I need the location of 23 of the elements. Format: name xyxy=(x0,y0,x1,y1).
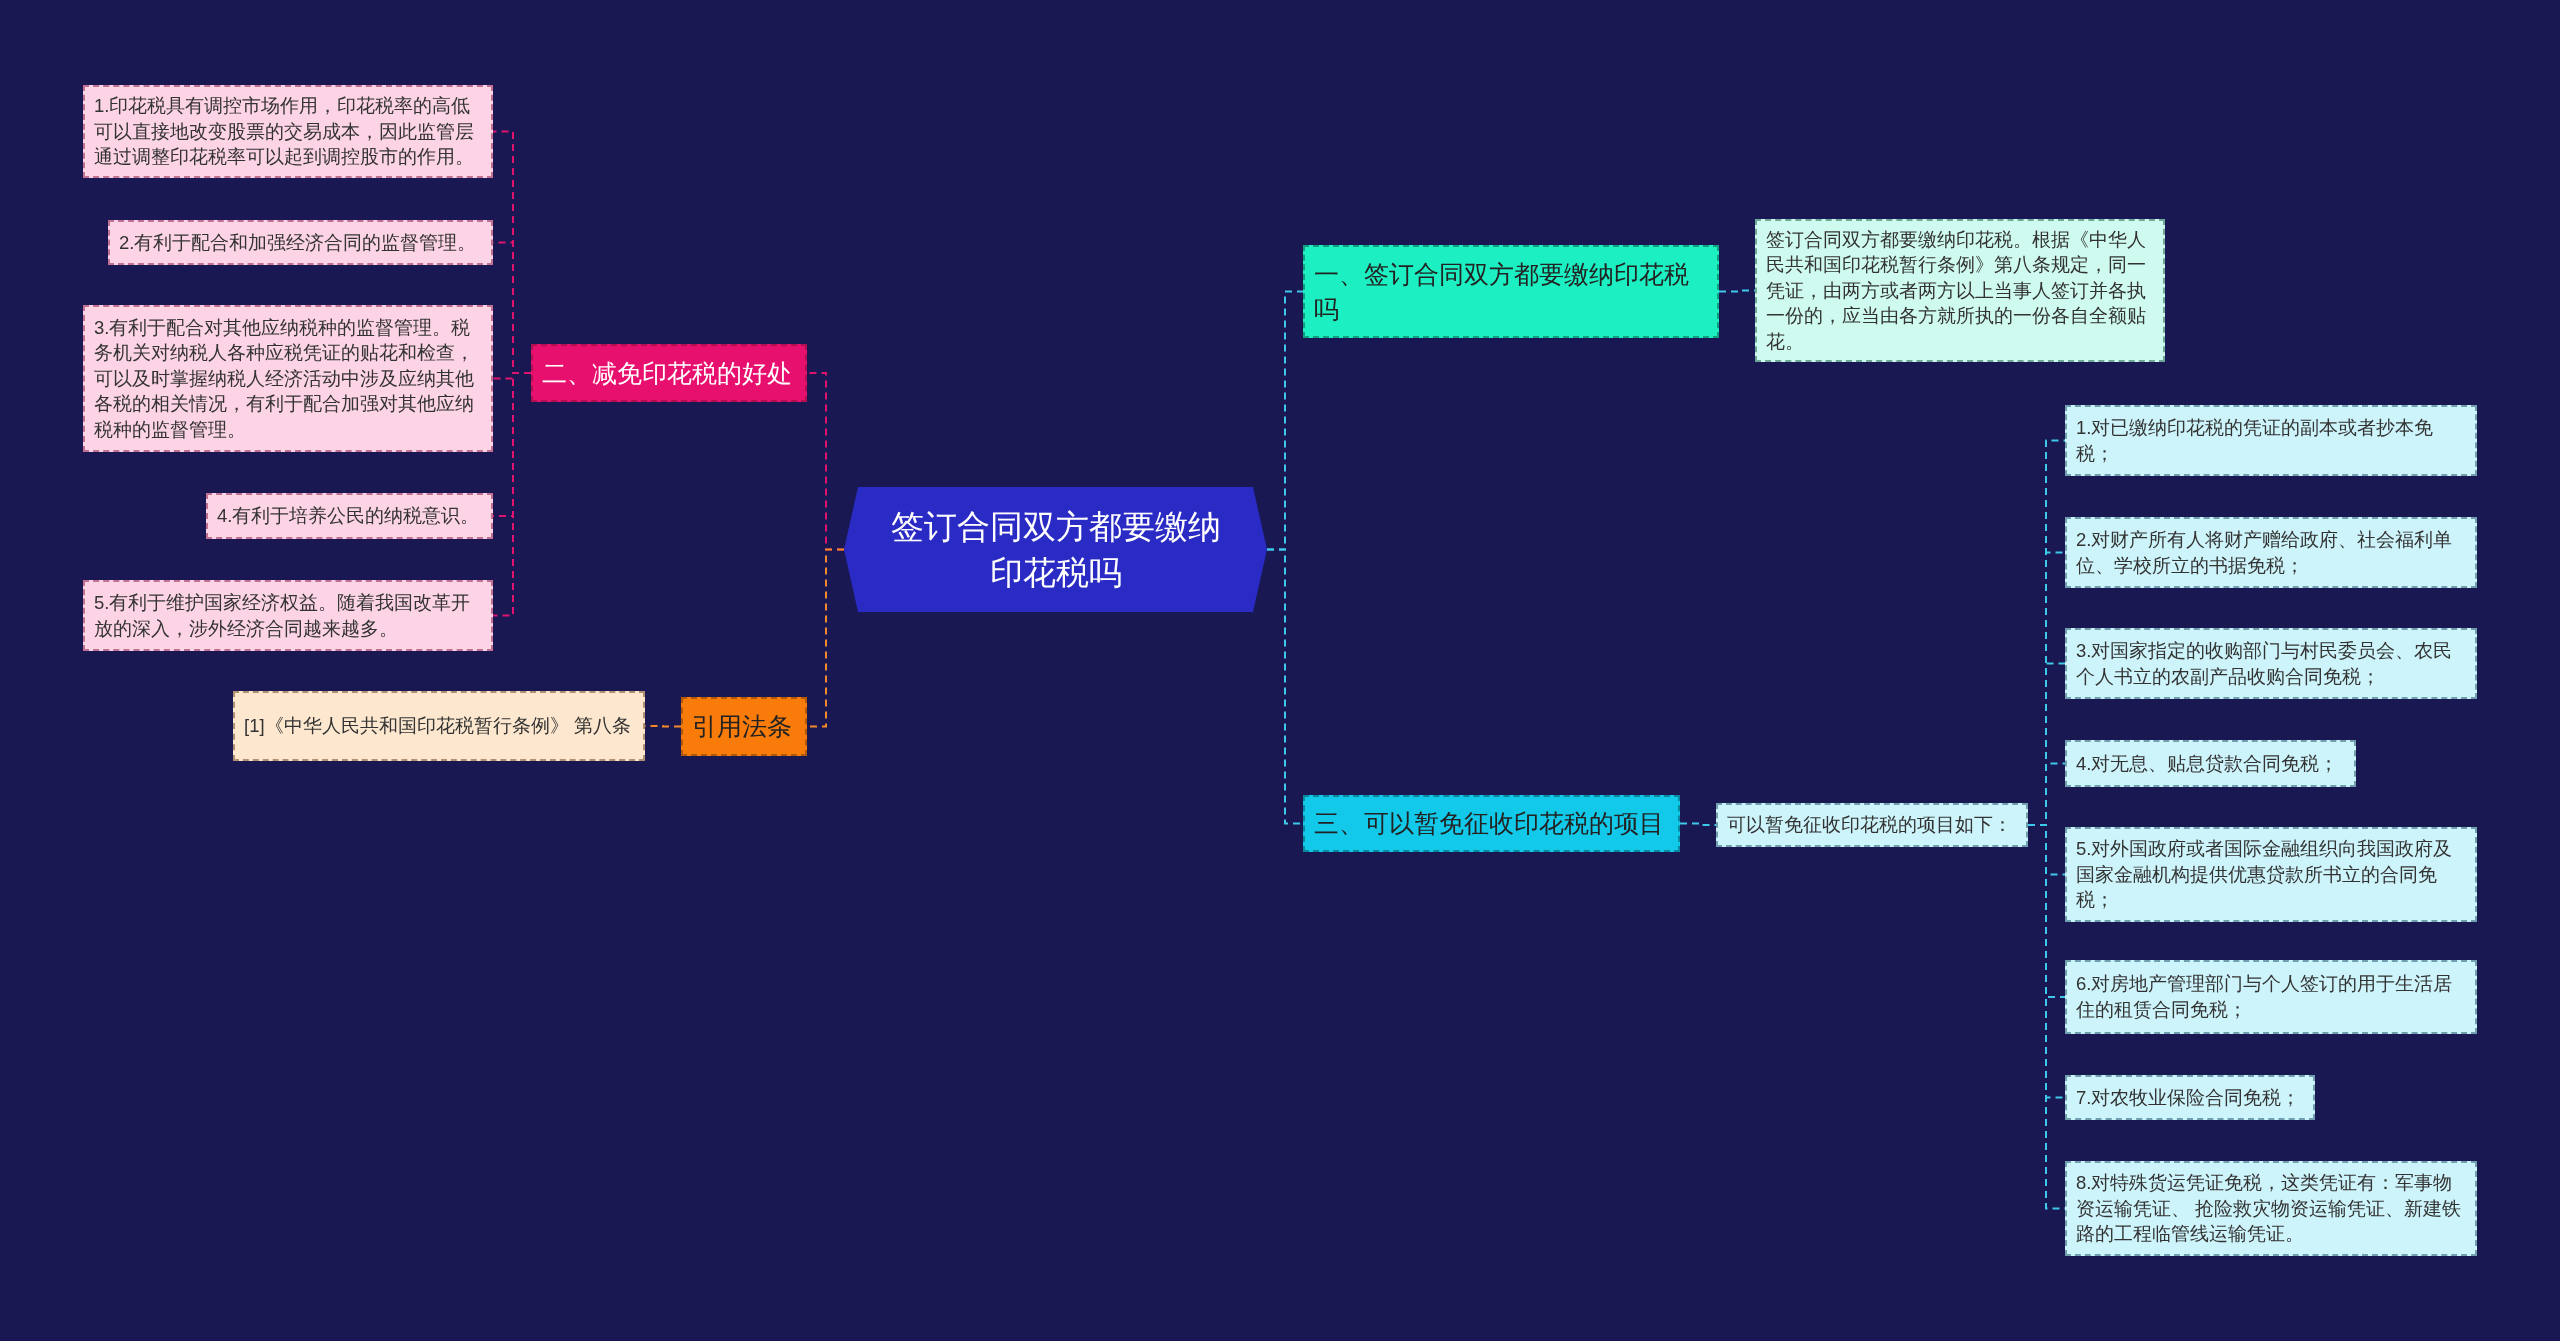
branch-box: 二、减免印花税的好处 xyxy=(531,344,807,402)
leaf-box: 1.对已缴纳印花税的凭证的副本或者抄本免税； xyxy=(2065,405,2477,476)
leaf-box: 2.对财产所有人将财产赠给政府、社会福利单位、学校所立的书据免税； xyxy=(2065,517,2477,588)
leaf-box: 2.有利于配合和加强经济合同的监督管理。 xyxy=(108,220,493,265)
leaf-box: 3.对国家指定的收购部门与村民委员会、农民个人书立的农副产品收购合同免税； xyxy=(2065,628,2477,699)
leaf-box: 4.有利于培养公民的纳税意识。 xyxy=(206,493,493,539)
leaf-box: 5.对外国政府或者国际金融组织向我国政府及国家金融机构提供优惠贷款所书立的合同免税； xyxy=(2065,827,2477,922)
leaf-box: 1.印花税具有调控市场作用，印花税率的高低可以直接地改变股票的交易成本，因此监管层通过调整印花税率可以起到调控股市的作用。 xyxy=(83,85,493,178)
branch-box: 引用法条 xyxy=(681,697,807,756)
leaf-box: [1]《中华人民共和国印花税暂行条例》 第八条 xyxy=(233,691,645,761)
connector-line xyxy=(492,372,532,617)
leaf-box: 7.对农牧业保险合同免税； xyxy=(2065,1075,2315,1120)
leaf-box: 可以暂免征收印花税的项目如下： xyxy=(1716,803,2028,847)
leaf-box: 8.对特殊货运凭证免税，这类凭证有：军事物资运输凭证、 抢险救灾物资运输凭证、新建铁路的工程临管线运输凭证。 xyxy=(2065,1161,2477,1256)
branch-box: 一、签订合同双方都要缴纳印花税吗 xyxy=(1303,245,1719,338)
connector-line xyxy=(1679,822,1717,826)
branch-box: 三、可以暂免征收印花税的项目 xyxy=(1303,795,1680,852)
leaf-box: 5.有利于维护国家经济权益。随着我国改革开放的深入，涉外经济合同越来越多。 xyxy=(83,580,493,651)
central-topic: 签订合同双方都要缴纳印花税吗 xyxy=(844,487,1267,612)
leaf-box: 4.对无息、贴息贷款合同免税； xyxy=(2065,740,2356,787)
leaf-box: 3.有利于配合对其他应纳税种的监督管理。税务机关对纳税人各种应税凭证的贴花和检查，可以及时掌握纳税人经济活动中涉及应纳其他各税的相关情况，有利于配合加强对其他应纳税种的监督管理。 xyxy=(83,305,493,452)
leaf-box: 6.对房地产管理部门与个人签订的用于生活居住的租赁合同免税； xyxy=(2065,960,2477,1034)
leaf-box: 签订合同双方都要缴纳印花税。根据《中华人民共和国印花税暂行条例》第八条规定，同一凭证，由两方或者两方以上当事人签订并各执一份的，应当由各方就所执的一份各自全额贴花。 xyxy=(1755,219,2165,362)
